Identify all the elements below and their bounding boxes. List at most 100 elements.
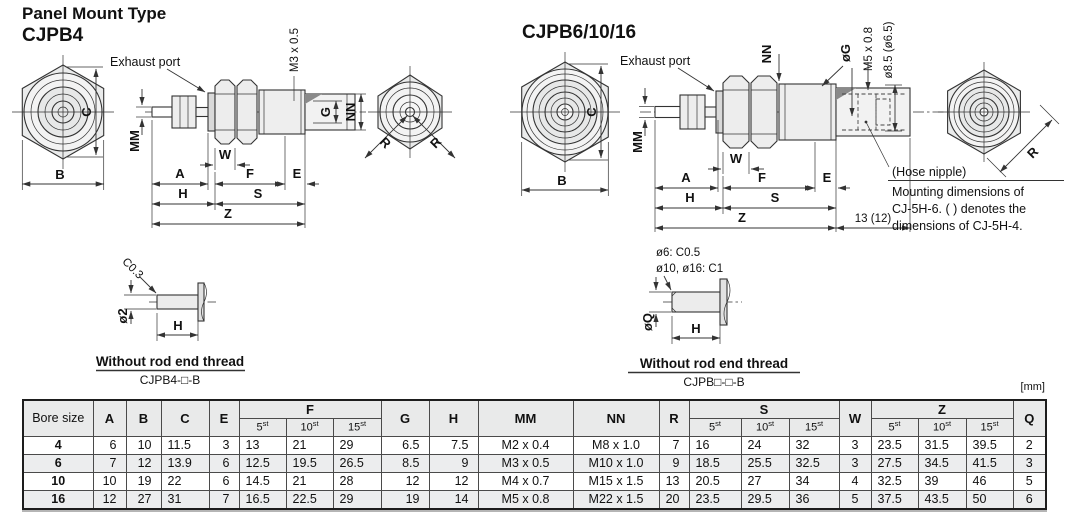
header-a: A (92, 399, 127, 437)
table-cell: 20.5 (688, 472, 742, 491)
dim-label-z: Z (738, 210, 746, 225)
stroke-header: 15st (332, 418, 382, 437)
table-cell: M8 x 1.0 (572, 436, 660, 455)
stroke-header: 15st (788, 418, 840, 437)
dim-label-s: S (254, 186, 263, 201)
table-cell: 26.5 (332, 454, 382, 473)
hose-nipple-label: (Hose nipple) (892, 165, 966, 179)
table-cell: 13 (658, 472, 690, 491)
table-cell: 28 (332, 472, 382, 491)
header-r: R (658, 399, 690, 437)
table-cell: 12 (92, 490, 127, 510)
rod-inset-caption: Without rod end thread (640, 356, 788, 371)
model-code: CJPB4-□-B (140, 373, 201, 387)
stroke-header: 5st (238, 418, 287, 437)
table-cell: 23.5 (688, 490, 742, 510)
stroke-header: 10st (917, 418, 967, 437)
rod-inset-caption: Without rod end thread (96, 354, 244, 369)
dim-label-e: E (293, 166, 302, 181)
table-cell: 3 (838, 454, 872, 473)
table-cell: 12.5 (238, 454, 287, 473)
panel-thread-label: M3 x 0.5 (289, 28, 301, 72)
table-cell: 13.9 (160, 454, 210, 473)
dim-label-h: H (178, 186, 187, 201)
table-cell: 29.5 (740, 490, 790, 510)
table-cell: 20 (658, 490, 690, 510)
table-cell: 3 (1012, 454, 1047, 473)
dim-label-mm: MM (127, 130, 142, 152)
table-cell: 2 (1012, 436, 1047, 455)
table-cell: 5 (1012, 472, 1047, 491)
exhaust-port-label: Exhaust port (110, 55, 181, 69)
dim-label-nn: NN (343, 103, 358, 122)
mounting-note-line2: CJ-5H-6. ( ) denotes the (892, 202, 1026, 216)
dim-label-h: H (173, 318, 182, 333)
table-cell: 39 (917, 472, 967, 491)
header-q: Q (1012, 399, 1047, 437)
header-b: B (125, 399, 162, 437)
table-cell: 19 (380, 490, 430, 510)
table-cell: 36 (788, 490, 840, 510)
table-cell: 7 (208, 490, 240, 510)
table-cell: 6 (208, 454, 240, 473)
table-cell: 13 (238, 436, 287, 455)
table-cell: 50 (965, 490, 1014, 510)
table-cell: 6 (92, 436, 127, 455)
stroke-header: 5st (688, 418, 742, 437)
table-cell: M15 x 1.5 (572, 472, 660, 491)
dim-label-w: W (219, 147, 232, 162)
header-s: S (688, 399, 840, 419)
table-cell: 11.5 (160, 436, 210, 455)
page-title: Panel Mount Type (22, 4, 167, 23)
cjpb6-title: CJPB6/10/16 (522, 22, 637, 43)
table-cell: 34 (788, 472, 840, 491)
header-g: G (380, 399, 430, 437)
table-cell: M3 x 0.5 (477, 454, 574, 473)
table-cell: 22.5 (285, 490, 334, 510)
chamfer-note-2: ø10, ø16: C1 (656, 263, 723, 275)
table-cell: 31 (160, 490, 210, 510)
table-cell: 8.5 (380, 454, 430, 473)
rod-dia-label: ø2 (115, 308, 130, 323)
table-cell: M10 x 1.0 (572, 454, 660, 473)
table-cell: 9 (428, 454, 479, 473)
dim-label-f: F (758, 170, 766, 185)
chamfer-note-1: ø6: C0.5 (656, 247, 700, 259)
table-cell: 14.5 (238, 472, 287, 491)
dim-label-h: H (685, 190, 694, 205)
exhaust-port-label: Exhaust port (620, 54, 691, 68)
table-cell: 23.5 (870, 436, 919, 455)
table-cell: 3 (838, 436, 872, 455)
table-cell: 12 (380, 472, 430, 491)
cjpb4-rod-inset: C0.3 ø2 H Without rod end thread CJPB4-□… (96, 256, 245, 387)
header-z: Z (870, 399, 1014, 419)
table-cell: 32 (788, 436, 840, 455)
bore-size-cell: 10 (22, 472, 94, 491)
table-cell: 43.5 (917, 490, 967, 510)
nipple-thread-label: M5 x 0.8 (863, 27, 875, 71)
table-cell: 32.5 (788, 454, 840, 473)
table-cell: M4 x 0.7 (477, 472, 574, 491)
dim-label-e: E (823, 170, 832, 185)
dim-label-r: R (1024, 144, 1042, 162)
dim-label-h: H (691, 321, 700, 336)
cjpb6-rear-view: R (938, 62, 1060, 178)
stroke-header: 10st (740, 418, 790, 437)
table-cell: 34.5 (917, 454, 967, 473)
table-cell: 5 (838, 490, 872, 510)
table-cell: 12 (428, 472, 479, 491)
table-cell: 27.5 (870, 454, 919, 473)
stroke-header: 10st (285, 418, 334, 437)
table-cell: 25.5 (740, 454, 790, 473)
table-cell: 16.5 (238, 490, 287, 510)
dim-label-g: G (318, 107, 333, 117)
table-cell: 39.5 (965, 436, 1014, 455)
dim-label-a: A (175, 166, 185, 181)
projection-dim-label: 13 (12) (855, 213, 892, 225)
dim-label-s: S (771, 190, 780, 205)
